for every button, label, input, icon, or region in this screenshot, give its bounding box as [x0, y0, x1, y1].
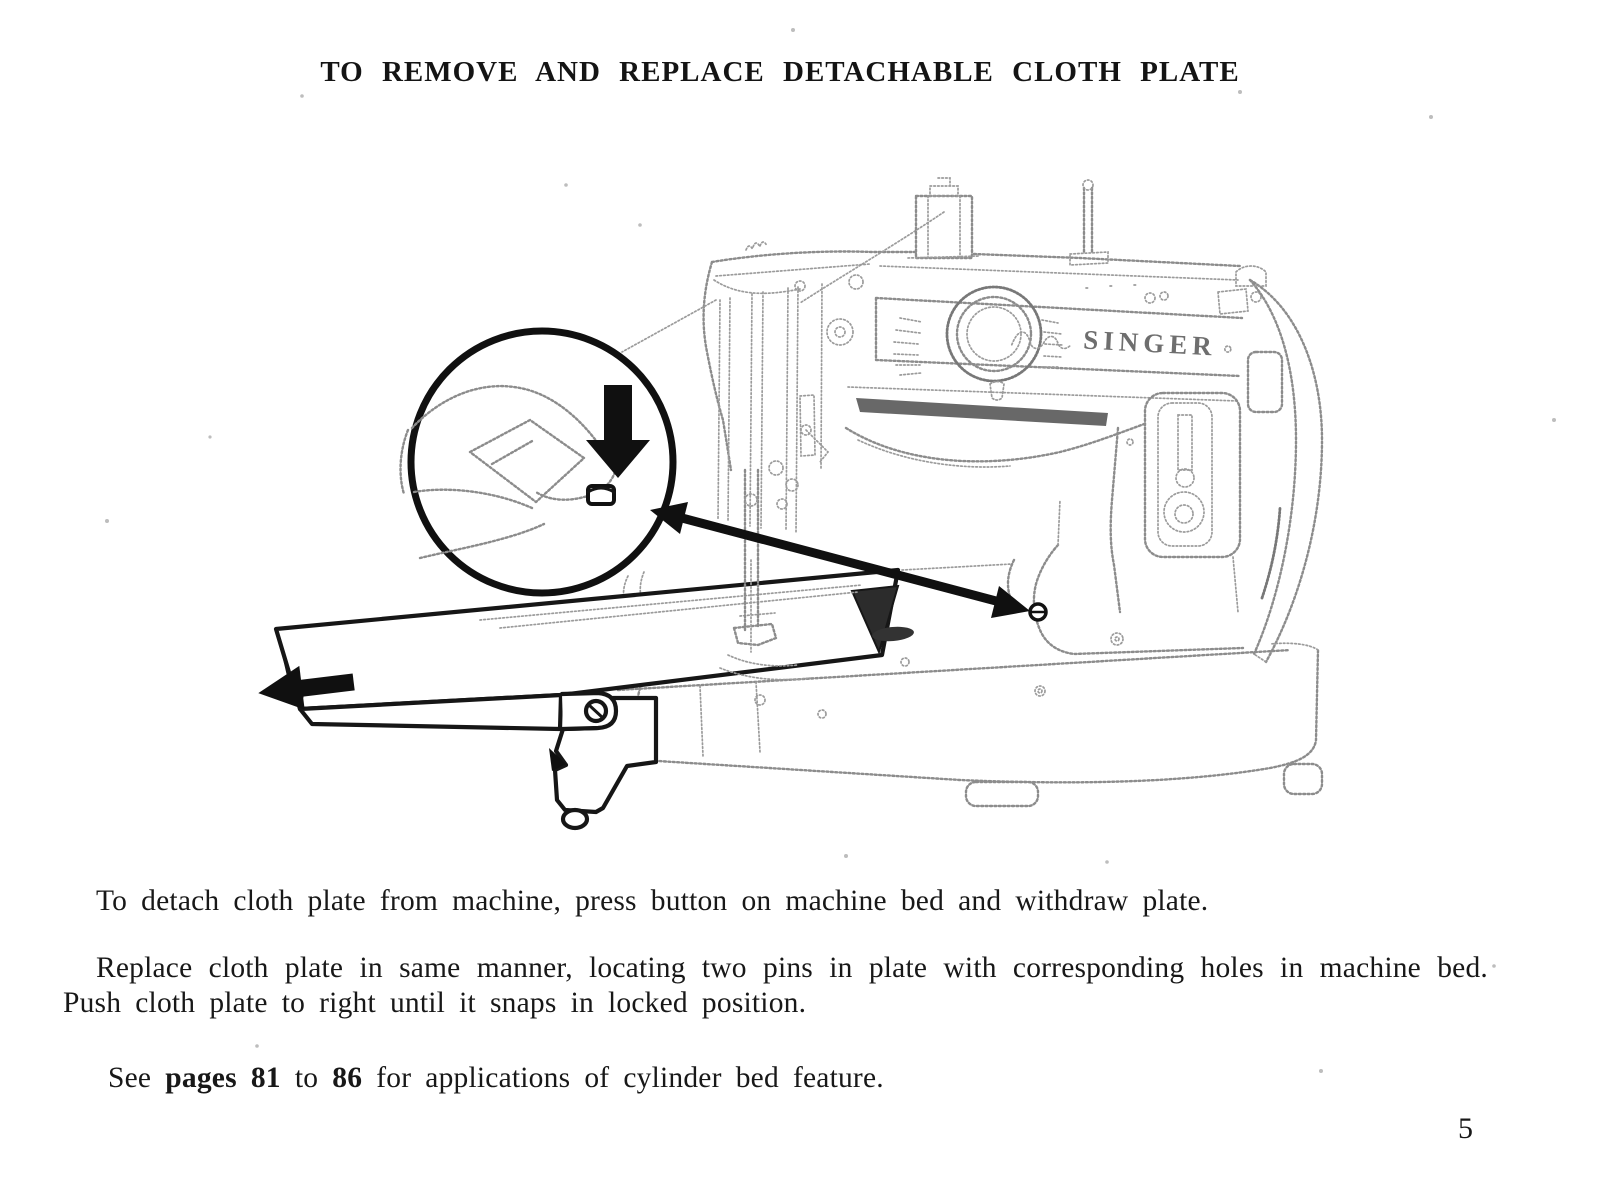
paragraph-see-pages: See pages 81 to 86 for applications of c…	[63, 1061, 1488, 1096]
arrows	[258, 502, 1048, 710]
scan-specks	[105, 28, 1556, 1073]
paragraph-detach-text: To detach cloth plate from machine, pres…	[96, 885, 1209, 917]
page-number: 5	[1458, 1112, 1473, 1145]
page-title: TO REMOVE AND REPLACE DETACHABLE CLOTH P…	[320, 56, 1240, 88]
paragraph-replace: Replace cloth plate in same manner, loca…	[63, 951, 1488, 1020]
singer-logo-text: SINGER	[1083, 325, 1218, 362]
see-text: See	[108, 1062, 166, 1094]
page-86-bold: 86	[332, 1062, 363, 1094]
magnifier-inset	[399, 327, 677, 597]
paragraph-detach: To detach cloth plate from machine, pres…	[63, 884, 1488, 919]
sewing-machine-drawing: SINGER	[616, 177, 1324, 808]
magnifier-circle	[407, 327, 677, 597]
paragraph-replace-text: Replace cloth plate in same manner, loca…	[63, 952, 1488, 1019]
withdraw-left-arrow-icon	[258, 665, 355, 710]
inset-to-button-double-arrow	[650, 502, 1030, 618]
needle-bar-drawing	[719, 468, 811, 681]
cloth-plate-drawing	[273, 567, 914, 831]
feature-text: for applications of cylinder bed feature…	[362, 1062, 884, 1094]
to-text: to	[280, 1062, 333, 1094]
press-down-arrow-icon	[586, 385, 650, 478]
pages-81-bold: pages 81	[165, 1062, 281, 1094]
